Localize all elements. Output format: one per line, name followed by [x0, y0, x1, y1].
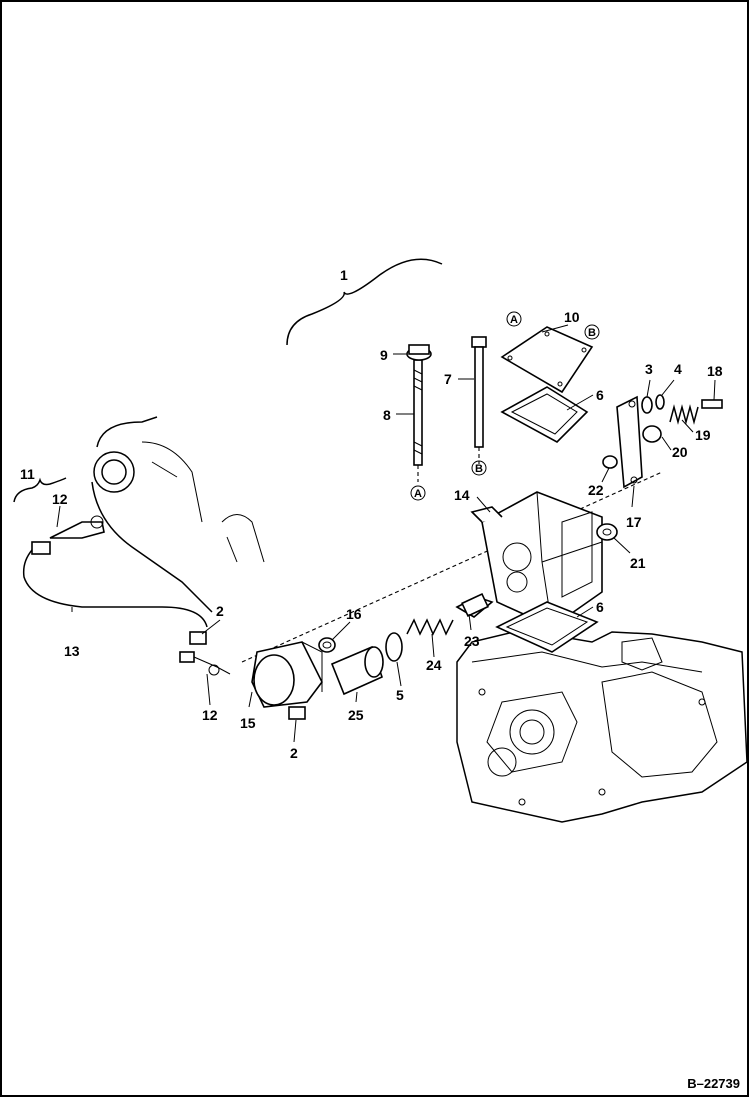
callout-15: 15	[240, 715, 256, 731]
actuator-15	[251, 641, 323, 708]
callout-5: 5	[396, 687, 404, 703]
sleeve-23	[455, 592, 494, 618]
callout-3: 3	[645, 361, 653, 377]
callout-4: 4	[674, 361, 682, 377]
svg-text:A: A	[510, 314, 518, 326]
callout-19: 19	[695, 427, 711, 443]
callout-1: 1	[340, 267, 348, 283]
bolt-7	[471, 336, 487, 464]
callout-13: 13	[64, 643, 80, 659]
plate-17	[616, 395, 643, 489]
pin-18	[701, 399, 723, 409]
circled-letter-b-top: B	[584, 324, 600, 340]
washer-3	[641, 396, 653, 414]
cap-20	[642, 425, 662, 443]
callout-2: 2	[290, 745, 298, 761]
callout-8: 8	[383, 407, 391, 423]
svg-text:B: B	[588, 327, 596, 339]
callout-9: 9	[380, 347, 388, 363]
cover-10	[500, 326, 594, 394]
nut-21	[596, 523, 618, 541]
bolt-2-lower	[288, 706, 306, 720]
callout-20: 20	[672, 444, 688, 460]
gasket-6-lower	[495, 601, 599, 653]
callout-labels: 1 2 2 3 4 5 6 6 7 8 9 10 11 12 12 13 14 …	[20, 267, 723, 761]
circled-letter-a-top: A	[506, 311, 522, 327]
nut-22	[602, 455, 618, 469]
housing-14	[470, 491, 603, 628]
svg-text:B: B	[475, 463, 483, 475]
callout-25: 25	[348, 707, 364, 723]
left-housing	[91, 416, 265, 613]
brace-1	[286, 258, 443, 346]
circled-letter-b-bottom: B	[471, 460, 487, 476]
callout-22: 22	[588, 482, 604, 498]
callout-18: 18	[707, 363, 723, 379]
circled-letter-a-bottom: A	[410, 485, 426, 501]
spring-24	[406, 618, 454, 636]
bushing-16	[318, 637, 336, 653]
brace-11	[13, 477, 67, 503]
callout-7: 7	[444, 371, 452, 387]
callout-17: 17	[626, 514, 642, 530]
sensor-12-left	[31, 515, 105, 555]
engine-block	[456, 629, 748, 823]
callout-11: 11	[20, 466, 35, 482]
figure-reference: B–22739	[687, 1076, 740, 1091]
callout-10: 10	[564, 309, 580, 325]
cylinder-25	[330, 645, 384, 696]
seal-5	[385, 632, 403, 662]
callout-12: 12	[202, 707, 218, 723]
spring-19	[669, 404, 699, 425]
rod-8	[413, 359, 423, 482]
callout-14: 14	[454, 487, 470, 503]
callout-23: 23	[464, 633, 480, 649]
callout-2: 2	[216, 603, 224, 619]
callout-6: 6	[596, 599, 604, 615]
nut-9	[406, 344, 432, 361]
gasket-6-upper	[500, 386, 589, 443]
wire-13	[22, 549, 208, 628]
svg-text:A: A	[414, 488, 422, 500]
callout-21: 21	[630, 555, 646, 571]
sensor-12-lower	[179, 651, 231, 676]
ring-4	[655, 394, 665, 410]
callout-16: 16	[346, 606, 362, 622]
callout-12: 12	[52, 491, 68, 507]
callout-24: 24	[426, 657, 442, 673]
callout-6: 6	[596, 387, 604, 403]
leader-lines	[56, 324, 716, 743]
bolt-2-upper	[189, 631, 207, 645]
